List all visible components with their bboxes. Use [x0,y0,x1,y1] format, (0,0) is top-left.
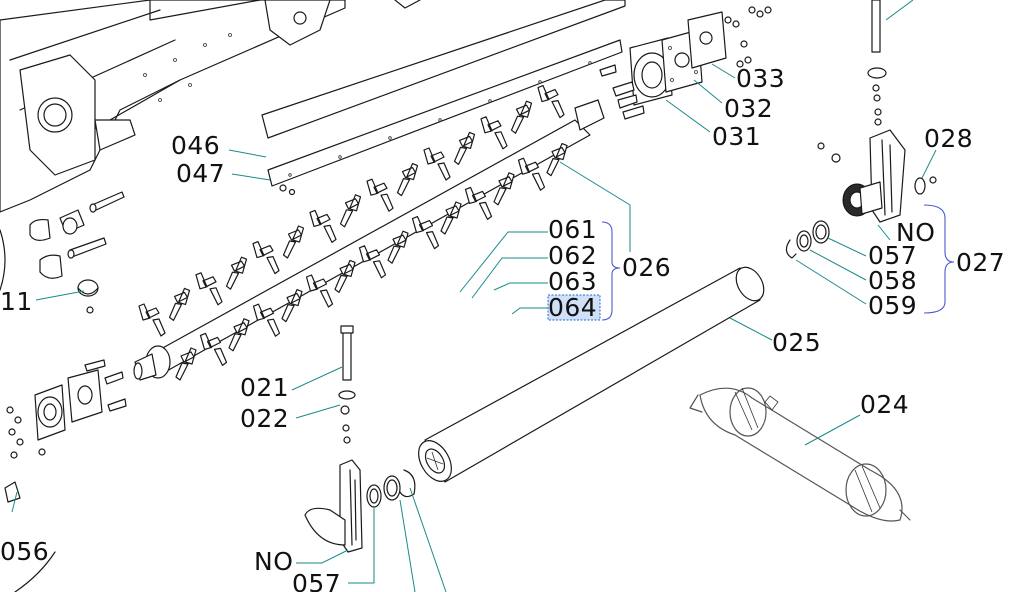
callout-033[interactable]: 033 [736,64,785,93]
callout-031[interactable]: 031 [712,122,761,151]
roller-025 [418,266,765,483]
callout-064[interactable]: 064 [548,293,597,322]
selected-callout-highlight [547,294,601,321]
rotor-blade [252,241,280,275]
callout-028[interactable]: 028 [924,124,973,153]
rotor-blade [510,100,533,134]
callout-063[interactable]: 063 [548,267,597,296]
callout-046[interactable]: 046 [171,131,220,160]
brace-027 [923,204,955,314]
callout-labels: 046 047 033 032 031 028 061 062 063 064 … [0,64,1005,592]
seal-rings-lower [366,469,416,508]
callout-056[interactable]: 056 [0,537,49,566]
hose-edge [14,551,56,592]
callout-NO-upper[interactable]: NO [896,218,935,247]
rotor-blade [517,157,546,191]
rotor-blade [453,131,476,165]
left-bearing-housing [4,359,127,503]
rotor-blade [175,347,197,381]
bolt-021 [338,325,356,444]
guard-plate-046 [261,0,626,196]
callout-057-lower[interactable]: 057 [292,569,341,592]
callout-024[interactable]: 024 [860,390,909,419]
rotor-blade [339,194,362,228]
rotor-blade [464,186,493,220]
callout-NO-lower[interactable]: NO [254,547,293,576]
callout-027[interactable]: 027 [956,248,1005,277]
callout-059[interactable]: 059 [868,291,917,320]
frame-part [0,0,421,291]
rotor-blade [396,163,419,197]
callout-061[interactable]: 061 [548,215,597,244]
rotor-blade [358,245,387,279]
rotor-blade [334,259,356,293]
rotor-blade [199,332,228,366]
rotor-blade [281,289,303,323]
callout-032[interactable]: 032 [724,94,773,123]
callout-047[interactable]: 047 [176,159,225,188]
bracket-027 [817,0,937,223]
rotor-blade [423,147,451,181]
callout-021[interactable]: 021 [240,373,289,402]
rotor-blade [138,303,166,337]
rotor-blade [309,209,337,243]
callout-011[interactable]: 11 [0,287,33,316]
rotor-blade [195,272,223,306]
rotor-blade [411,216,440,250]
rotor-blade [168,287,191,321]
pto-shaft-024 [689,387,911,522]
callout-026[interactable]: 026 [622,253,671,282]
rotor-blade [493,172,515,206]
bracket-lower [304,459,363,553]
rotor-blade [440,201,462,235]
callout-025[interactable]: 025 [772,328,821,357]
rotor-blade [366,178,394,212]
rotor-blade [225,256,248,290]
rotor-blade [480,116,508,150]
seal-rings-upper [785,220,830,259]
rotor-blade [546,143,568,177]
cover-plate-033 [687,6,772,69]
rotor-blade [387,230,409,264]
callout-058[interactable]: 058 [868,266,917,295]
callout-022[interactable]: 022 [240,404,289,433]
rotor-blades [138,85,568,381]
leader-lines [11,0,937,592]
rotor-blade [228,318,250,352]
bearing-housing-031 [599,37,673,120]
rotor-blade [305,274,334,308]
pins-and-spacers [29,191,125,314]
rotor-blade [252,303,281,337]
brace-026 [601,221,621,321]
callout-062[interactable]: 062 [548,241,597,270]
callout-057-upper[interactable]: 057 [868,241,917,270]
rotor-blade [537,85,565,119]
rotor-blade [282,225,305,259]
